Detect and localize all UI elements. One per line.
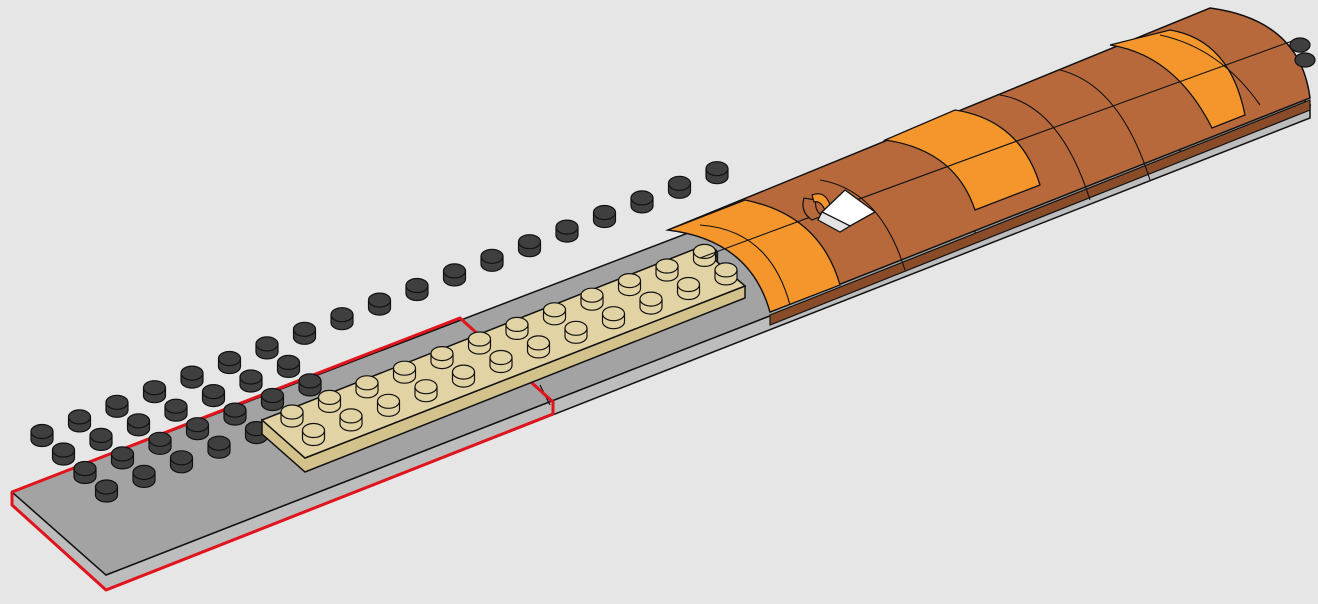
curved-slope-tiles — [668, 8, 1310, 325]
tan-stud — [303, 424, 325, 446]
gray-stud — [631, 191, 653, 213]
gray-stud — [278, 355, 300, 377]
gray-stud — [53, 443, 75, 465]
tan-stud — [581, 288, 603, 310]
gray-stud — [519, 235, 541, 257]
gray-stud — [74, 462, 96, 484]
tan-stud — [281, 405, 303, 427]
gray-stud — [556, 220, 578, 242]
tan-stud — [603, 307, 625, 329]
gray-stud — [90, 428, 112, 450]
tan-stud — [656, 259, 678, 281]
gray-stud — [240, 370, 262, 392]
tan-stud — [490, 351, 512, 373]
gray-stud — [208, 436, 230, 458]
gray-stud — [203, 385, 225, 407]
tan-stud — [356, 376, 378, 398]
gray-stud — [149, 432, 171, 454]
tan-stud — [619, 274, 641, 296]
gray-stud — [69, 410, 91, 432]
gray-stud — [181, 366, 203, 388]
tan-stud — [394, 361, 416, 383]
gray-stud — [262, 389, 284, 411]
gray-stud — [594, 206, 616, 228]
gray-stud — [219, 352, 241, 374]
gray-stud — [299, 374, 321, 396]
tan-stud — [694, 244, 716, 266]
tan-stud — [378, 394, 400, 416]
gray-stud — [669, 176, 691, 198]
gray-stud — [106, 395, 128, 417]
tan-stud — [544, 303, 566, 325]
gray-stud — [224, 403, 246, 425]
tan-stud — [415, 380, 437, 402]
tan-stud — [453, 365, 475, 387]
tan-stud — [715, 263, 737, 285]
gray-stud — [406, 279, 428, 301]
gray-stud — [444, 264, 466, 286]
gray-stud — [144, 381, 166, 403]
gray-stud — [187, 418, 209, 440]
gray-stud — [706, 162, 728, 184]
gray-stud — [165, 399, 187, 421]
gray-stud — [96, 480, 118, 502]
tan-stud — [469, 332, 491, 354]
tan-stud — [565, 321, 587, 343]
tan-stud — [640, 292, 662, 314]
gray-stud — [112, 447, 134, 469]
gray-stud — [331, 308, 353, 330]
gray-stud — [133, 465, 155, 487]
tan-stud — [431, 347, 453, 369]
gray-stud — [31, 425, 53, 447]
gray-stud — [128, 414, 150, 436]
tan-stud — [506, 317, 528, 339]
gray-stud — [256, 337, 278, 359]
tan-stud — [340, 409, 362, 431]
tan-stud — [319, 390, 341, 412]
gray-stud — [294, 322, 316, 344]
tan-stud — [528, 336, 550, 358]
gray-stud — [369, 293, 391, 315]
tan-stud — [678, 278, 700, 300]
gray-stud — [171, 451, 193, 473]
gray-stud — [481, 249, 503, 271]
